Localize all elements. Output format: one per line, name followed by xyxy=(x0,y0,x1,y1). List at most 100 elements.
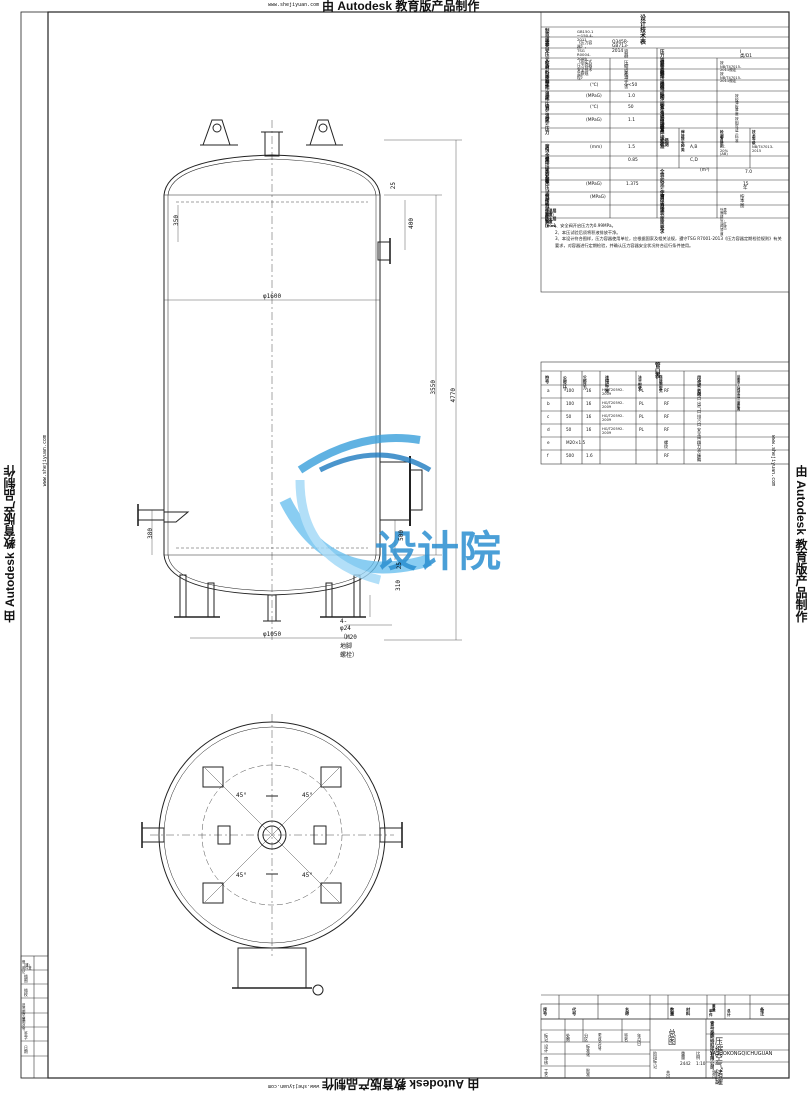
nozzle-cell: c xyxy=(547,414,550,419)
nozzle-cell: 50 xyxy=(566,414,572,419)
nozzle-cell: 人孔 xyxy=(697,453,702,463)
nozzle-cell: b xyxy=(547,401,550,406)
value: 按本图 xyxy=(740,195,745,209)
watermark-top: 由 Autodesk 教育版产品制作 xyxy=(322,0,480,13)
tb-weight-value: 2442 xyxy=(680,1061,691,1066)
tb-header: 代 号 xyxy=(572,1007,577,1017)
dim-25-top: 25 xyxy=(390,182,397,190)
unit: (℃) xyxy=(590,83,599,88)
label: 气密性试验压力 xyxy=(545,195,550,227)
dim-25-bottom: 25 xyxy=(396,562,403,570)
tb-row-label: 更改文件号 xyxy=(598,1033,602,1052)
value: Q345R-GB713-2014 xyxy=(612,40,629,54)
sidebar-label: 日 期 xyxy=(24,1045,28,1054)
sidebar-label: 借（通）用件登记 xyxy=(22,960,32,974)
watermark-bottom: 由 Autodesk 教育版产品制作 xyxy=(322,1077,480,1091)
dim-500: 500 xyxy=(398,530,405,541)
value: 外表面除锈后，涂红丹底漆一道 xyxy=(720,208,727,236)
watermark-url-right: www.shejiyuan.com xyxy=(770,435,776,487)
title-block-grid xyxy=(540,994,790,1079)
tb-row-label: 签名 xyxy=(624,1033,629,1043)
drawing-pinyin: YASUOKONGQICHUGUAN xyxy=(710,1051,773,1057)
nozzle-cell: RF xyxy=(664,414,670,419)
sidebar-label: 描 图 xyxy=(24,974,28,983)
nozzle-header: 用途或名称 xyxy=(697,375,702,397)
label: 工作压力 xyxy=(545,94,550,113)
unit: (mm) xyxy=(590,145,602,150)
nozzle-header: 连接标准 xyxy=(605,375,610,393)
value: 按相应法兰标准 xyxy=(735,117,739,143)
tb-header: 单件 xyxy=(709,1009,713,1017)
value: 1.375 xyxy=(626,182,639,187)
label: 设计温度 xyxy=(545,105,550,124)
tb-review: 审核 xyxy=(544,1056,549,1066)
nozzle-cell: 16 xyxy=(586,388,592,393)
drawing-title: 压缩空气储罐 xyxy=(715,1037,723,1086)
design-table-title: 设 计 技 术 表 xyxy=(640,15,647,46)
nozzle-cell: 排污口 xyxy=(697,414,702,428)
note-line: 3、本设计符合图样，压力容器使用单位，应根据国家及相关法规，遵守TSG R700… xyxy=(555,236,782,249)
dim-diameter-main: φ1600 xyxy=(263,293,282,300)
nozzle-cell: 16 xyxy=(586,414,592,419)
unit: (MPaG) xyxy=(586,182,602,187)
angle-label: 45° xyxy=(236,792,247,799)
label: 管口方位 xyxy=(660,195,665,214)
nozzle-cell: 16 xyxy=(586,401,592,406)
nozzle-cell: RF xyxy=(664,427,670,432)
dim-lug: 350 xyxy=(173,215,180,226)
label: 主要受压元件材料标准 xyxy=(545,40,550,85)
nozzle-cell: HG/T20592-2009 xyxy=(602,427,624,435)
dim-top: 400 xyxy=(408,218,415,229)
label: 保温层厚度/防火层厚度(mm) xyxy=(545,208,557,229)
label: 设计使用年限 xyxy=(660,182,665,210)
nozzle-cell: M20×1.5 xyxy=(566,440,586,445)
value: 无毒无害 xyxy=(624,72,629,91)
value: A,B xyxy=(690,145,698,150)
nozzle-header: 连接面型式 xyxy=(659,375,663,394)
value: 1.5 xyxy=(628,145,635,150)
design-table-grid xyxy=(540,11,790,293)
label: 除注明外角焊缝腰高 xyxy=(660,94,665,135)
label: 检测比例 xyxy=(720,135,724,148)
nozzle-cell: 16 xyxy=(586,427,592,432)
nozzle-cell: HG/T20592-2009 xyxy=(602,414,624,422)
watermark-url-bottom: www.shejiyuan.com xyxy=(268,1083,320,1089)
nozzle-cell: 螺纹 xyxy=(664,440,669,450)
label: 焊条型号 xyxy=(660,61,665,80)
tb-header: 序号 xyxy=(543,1007,548,1017)
tb-header: 备 注 xyxy=(760,1007,765,1017)
nozzle-header: 公称尺寸 xyxy=(563,375,567,392)
tb-stage: 阶段标记 xyxy=(653,1051,658,1069)
value: Ⅰ类/D1 xyxy=(740,50,753,60)
sidebar-label: 签 字 xyxy=(24,1031,28,1040)
value: 按NB/T47015-2011规定 xyxy=(720,61,742,73)
dim-side: 380 xyxy=(147,528,154,539)
nozzle-header: 公称压力 xyxy=(583,375,587,390)
label: 制造规范 xyxy=(545,29,550,48)
nozzle-header: 设备中心线至法兰面距离 xyxy=(737,375,741,412)
unit: (MPaG) xyxy=(586,94,602,99)
tb-header: 名 称 xyxy=(625,1007,630,1017)
dimension-lines xyxy=(151,139,462,641)
logo-text: 设计院 xyxy=(375,527,502,576)
label: 介质特性 xyxy=(545,72,550,91)
nozzle-table-title: 管 口 表 xyxy=(655,363,661,380)
nozzle-cell: 进气口 xyxy=(697,388,702,402)
sidebar-label: 旧底图总号 xyxy=(22,1003,26,1021)
dim-anchor-bolts: 4-φ24（M20地脚螺栓） xyxy=(340,618,359,659)
nozzle-cell: 100 xyxy=(566,388,574,393)
label: 水压试验压力 xyxy=(545,182,550,210)
unit: (MPaG) xyxy=(590,195,606,200)
note-line: 注：1、安全阀开启压力为0.99MPa。 xyxy=(545,223,616,228)
nozzle-cell: HG/T20592-2009 xyxy=(602,401,624,409)
company-name: 青岛泰朗特科技有限公司 xyxy=(710,1022,715,1072)
watermark-left: 由 Autodesk 教育版产品制作 xyxy=(3,465,17,623)
label: 容 器 xyxy=(624,50,629,60)
dim-bottom: 310 xyxy=(395,580,402,591)
design-notes: 注：1、安全阀开启压力为0.99MPa。 2、本压试验后须将积液排放干净。 3、… xyxy=(545,223,783,250)
label: 工作温度 xyxy=(545,83,550,102)
value: 7.0 xyxy=(745,170,752,175)
note-line: 2、本压试验后须将积液排放干净。 xyxy=(555,229,621,235)
nozzle-cell: e xyxy=(547,440,550,445)
tb-sheet-no: 第 页 xyxy=(712,1070,717,1080)
